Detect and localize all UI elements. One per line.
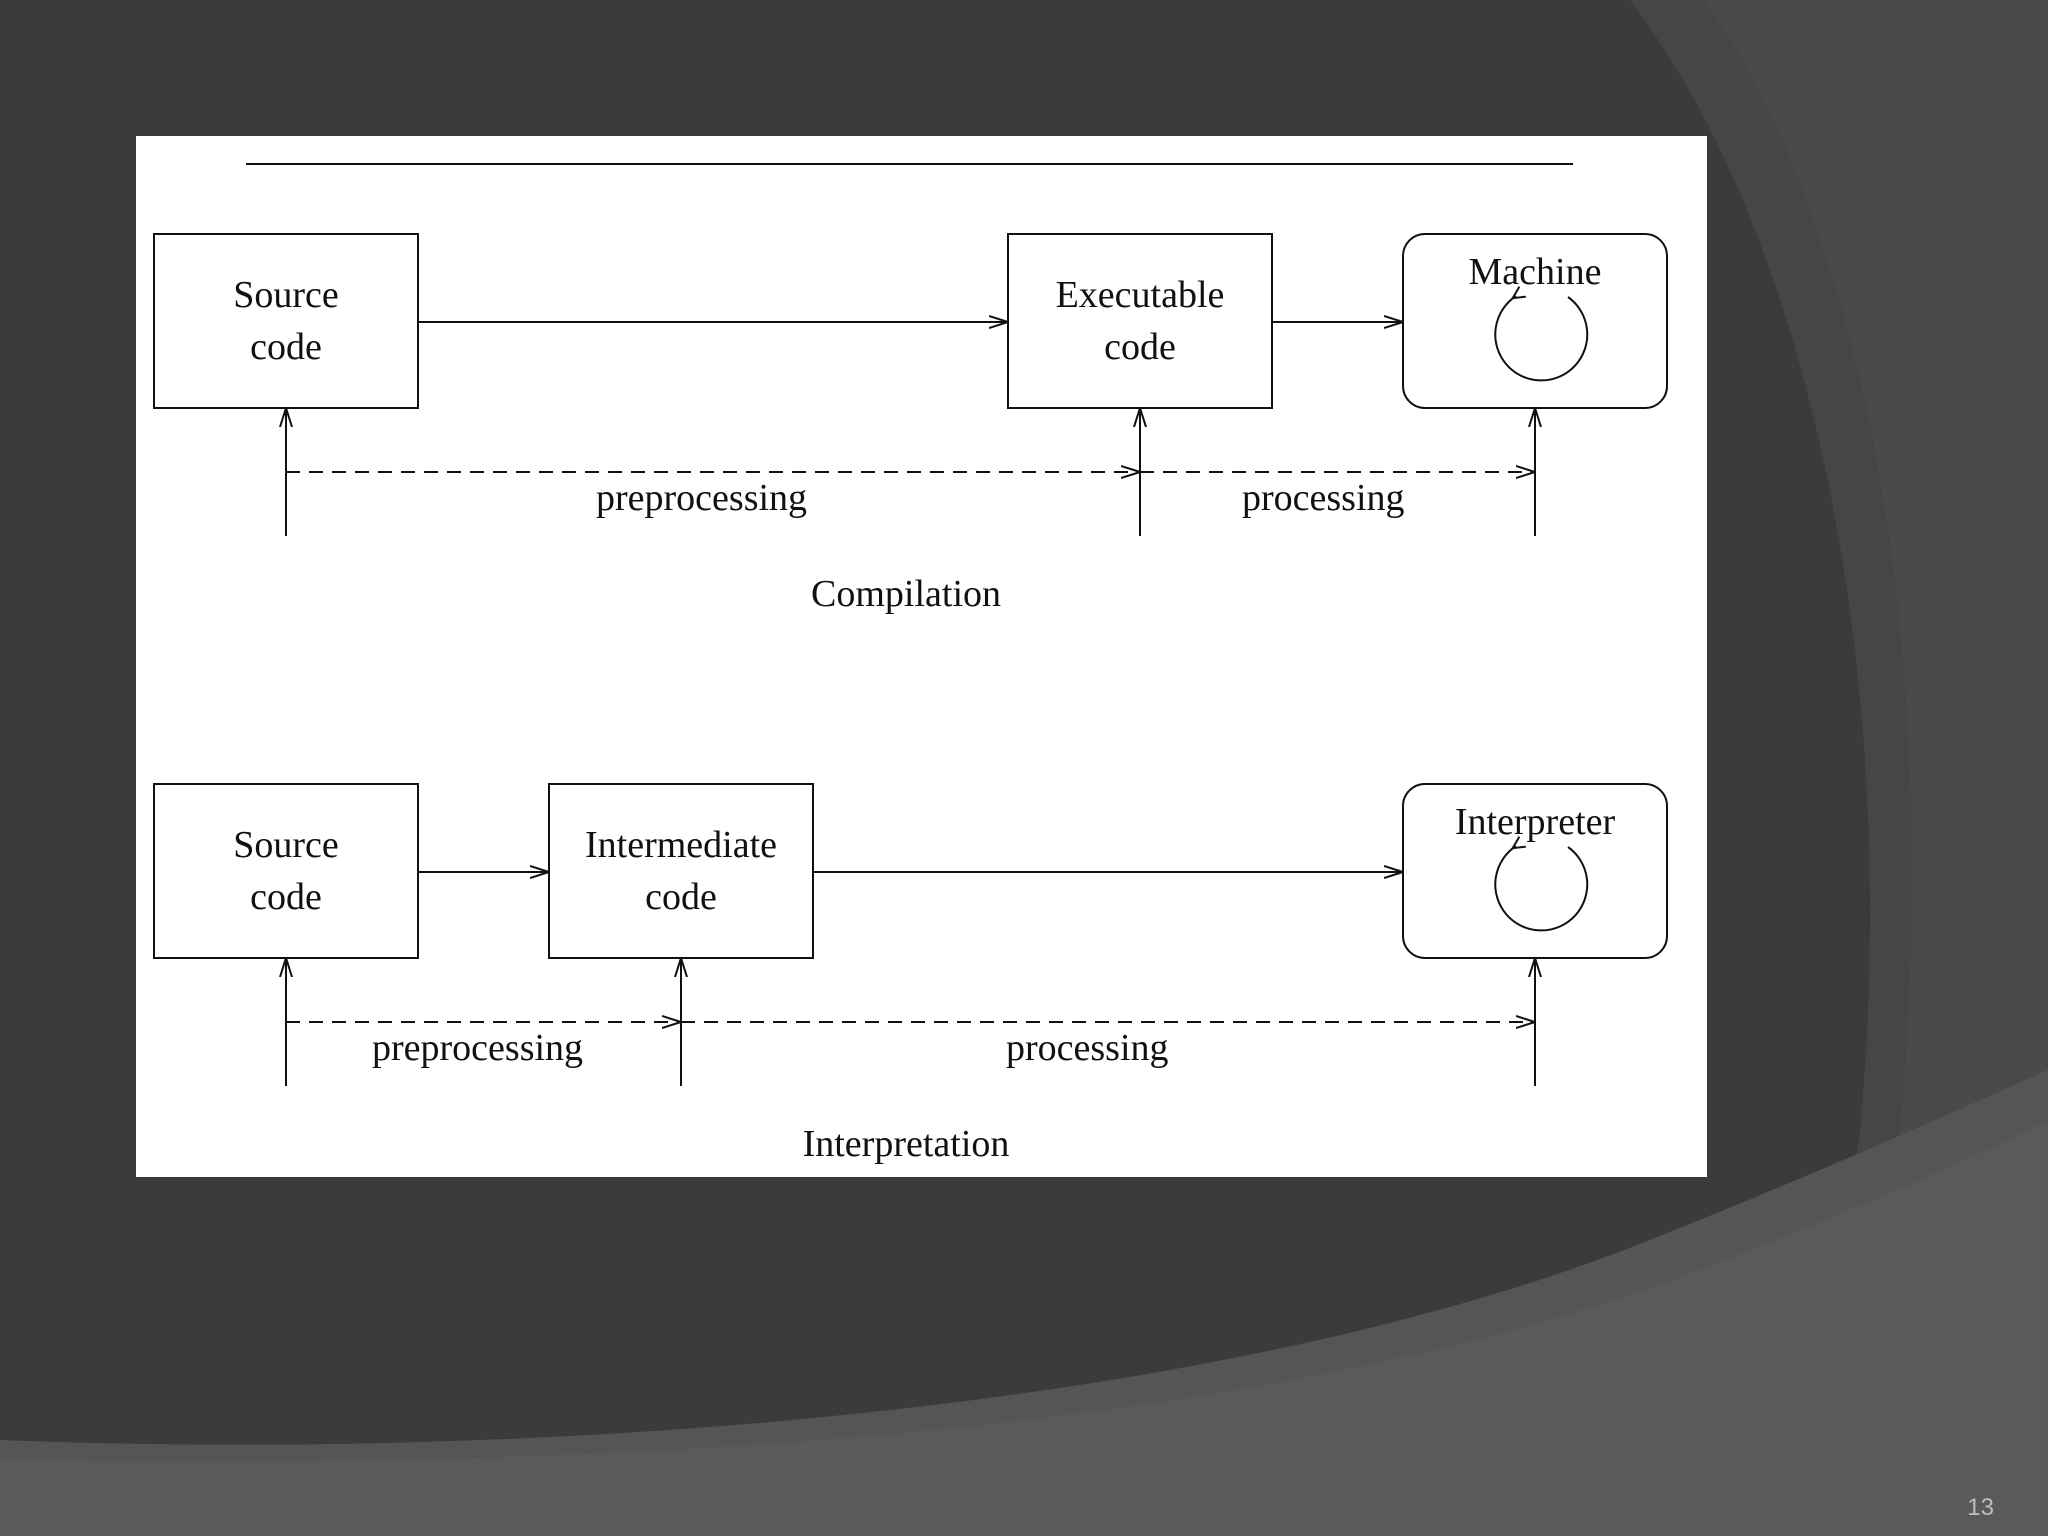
executable-code-label: Executable code [1055, 274, 1225, 368]
interpretation-caption: Interpretation [802, 1123, 1010, 1165]
compilation-interpretation-diagram: Source code Executable code Machine prep… [136, 136, 1707, 1177]
slide-number: 13 [1967, 1494, 1994, 1521]
machine-cycle-icon [1494, 296, 1589, 382]
compilation-caption: Compilation [811, 573, 1001, 615]
interpreter-cycle-icon [1494, 846, 1589, 932]
machine-label: Machine [1468, 251, 1602, 293]
diagram-lines [153, 163, 1668, 1086]
compilation-processing-label: processing [1242, 477, 1405, 519]
interpreter-label: Interpreter [1454, 801, 1616, 843]
interpretation-source-label: Source code [233, 824, 339, 918]
interpretation-preprocessing-label: preprocessing [372, 1027, 584, 1069]
compilation-preprocessing-label: preprocessing [596, 477, 808, 519]
interpretation-processing-label: processing [1006, 1027, 1169, 1069]
compilation-source-label: Source code [233, 274, 339, 368]
intermediate-code-label: Intermediate code [584, 824, 777, 918]
